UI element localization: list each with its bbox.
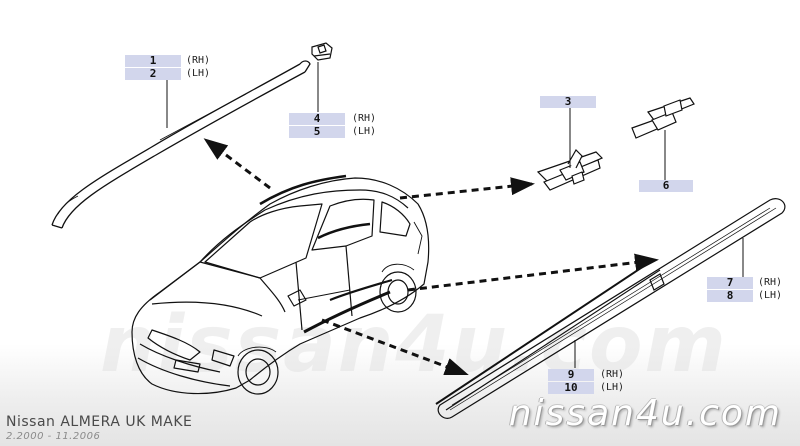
callout-side-4: (RH) xyxy=(352,113,377,124)
callout-side-8: (LH) xyxy=(758,290,783,301)
callout-number-9: 9 xyxy=(548,369,594,381)
callout-number-8: 8 xyxy=(707,290,753,302)
production-dates: 2.2000 - 11.2006 xyxy=(6,431,101,442)
end-clip-part xyxy=(311,42,333,61)
lower-sill-moulding-part xyxy=(435,261,661,411)
callout-side-1: (RH) xyxy=(186,55,211,66)
callout-side-10: (LH) xyxy=(600,382,625,393)
clip-part xyxy=(631,97,695,139)
leader-lines xyxy=(166,62,744,368)
watermark-center: nissan4u.com xyxy=(100,300,728,390)
callout-side-9: (RH) xyxy=(600,369,625,380)
callout-number-5: 5 xyxy=(289,126,345,138)
model-title: Nissan ALMERA UK MAKE xyxy=(6,414,193,430)
brand-watermark: nissan4u.com xyxy=(508,393,782,434)
callout-number-1: 1 xyxy=(125,55,181,67)
callout-side-2: (LH) xyxy=(186,68,211,79)
callout-number-2: 2 xyxy=(125,68,181,80)
callout-number-7: 7 xyxy=(707,277,753,289)
upper-side-moulding-part xyxy=(437,198,786,419)
callout-side-5: (LH) xyxy=(352,126,377,137)
pointer-arrows xyxy=(203,138,659,376)
callout-side-7: (RH) xyxy=(758,277,783,288)
callout-number-4: 4 xyxy=(289,113,345,125)
callout-number-10: 10 xyxy=(548,382,594,394)
callout-number-3: 3 xyxy=(540,96,596,108)
roof-moulding-part xyxy=(51,60,311,229)
callout-number-6: 6 xyxy=(639,180,693,192)
footer-band xyxy=(0,344,800,446)
car-illustration xyxy=(131,174,430,395)
